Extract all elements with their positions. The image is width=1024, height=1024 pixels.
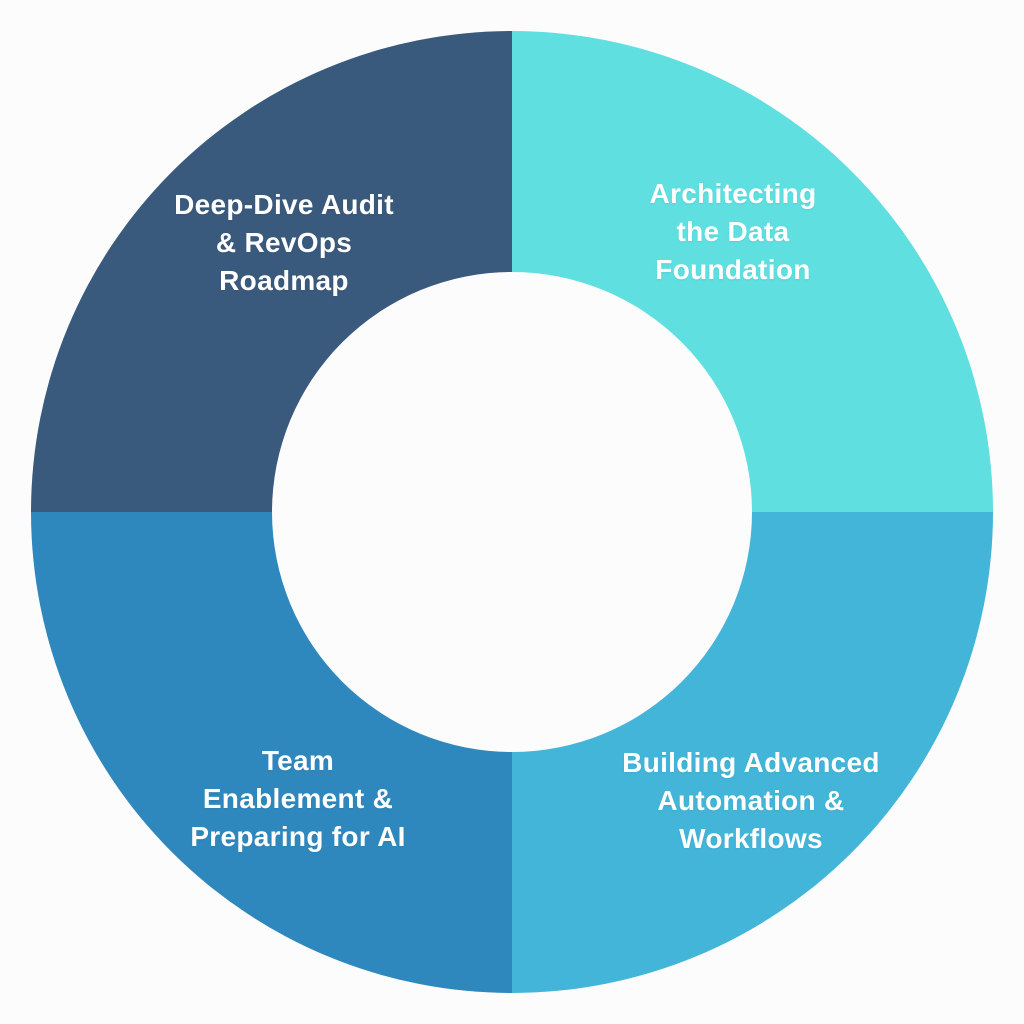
segment-building-advanced-automation [512,512,993,993]
segment-label-line: Foundation [655,254,811,285]
segment-label-line: Building Advanced [622,747,880,778]
segment-label-line: Enablement & [202,783,394,814]
segment-label-line: Workflows [679,823,823,854]
segment-label-line: Architecting [649,178,817,209]
segment-label-line: the Data [676,216,790,247]
segment-label-line: Automation & [657,785,845,816]
segment-label-line: Preparing for AI [190,821,406,852]
segment-team-enablement [31,512,512,993]
segment-architecting-data-foundation [512,31,993,512]
segment-label-line: Deep-Dive Audit [174,189,394,220]
segment-label-team-enablement: Team Enablement & Preparing for AI [190,742,405,856]
segment-label-line: Roadmap [219,265,349,296]
segment-label-building-advanced-automation: Building Advanced Automation & Workflows [622,744,880,858]
segment-label-deep-dive-audit: Deep-Dive Audit & RevOps Roadmap [174,186,394,300]
segment-label-architecting-data-foundation: Architecting the Data Foundation [650,175,817,289]
segment-label-line: & RevOps [215,227,353,258]
segment-deep-dive-audit [31,31,512,512]
segment-label-line: Team [261,745,335,776]
